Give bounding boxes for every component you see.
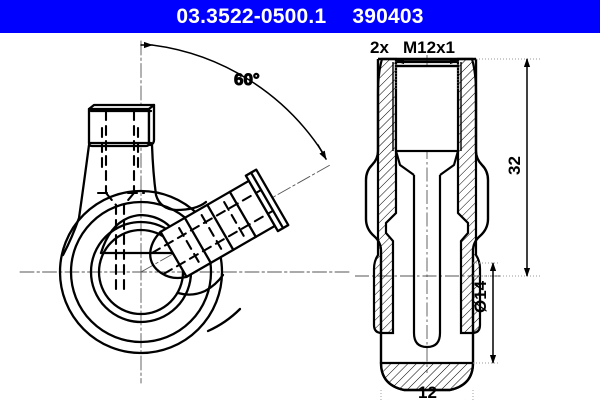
iso-angled-branch (149, 168, 290, 280)
angle-label: 60° (234, 70, 260, 89)
section-through-bore (412, 175, 442, 349)
section-view: 2x M12x1 32 Ø14 12 (355, 38, 540, 400)
section-chamfer (394, 150, 460, 176)
width-label: 12 (418, 383, 437, 400)
part-number-label: 03.3522-0500.1 (176, 5, 327, 28)
header-banner: 03.3522-0500.1 390403 (0, 0, 600, 33)
diameter-label: Ø14 (471, 280, 490, 313)
iso-body-outline (58, 189, 224, 355)
iso-hidden-bores (96, 109, 146, 297)
catalog-number-label: 390403 (352, 5, 424, 28)
section-thread-bore (392, 60, 462, 153)
thread-qty-label: 2x (370, 38, 389, 57)
isometric-view: 60° (19, 40, 351, 384)
length-label: 32 (505, 156, 524, 175)
iso-branch-hidden-bore (150, 188, 275, 275)
iso-center-lines (19, 40, 351, 384)
thread-spec-label: M12x1 (403, 38, 455, 57)
eye-mid-circle (69, 200, 213, 344)
angle-dimension (140, 41, 327, 160)
drawing-svg: 60° (19, 38, 540, 400)
technical-drawing-canvas: 60° (0, 33, 600, 400)
eye-outer-circle (58, 189, 224, 355)
section-bottom-cap (379, 361, 475, 392)
